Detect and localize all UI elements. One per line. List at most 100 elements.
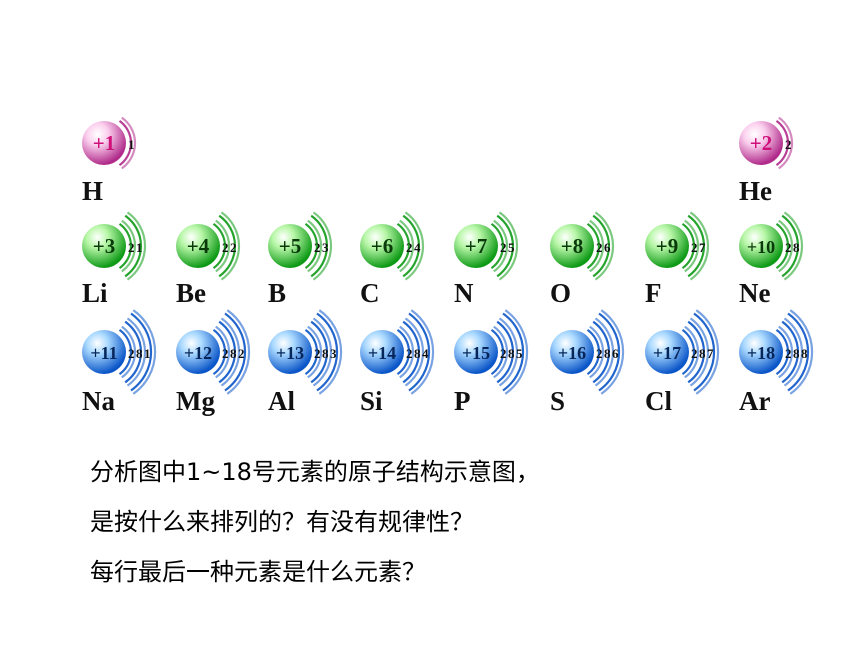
electron-shell-arc bbox=[396, 223, 411, 269]
electron-count-label: 282 bbox=[222, 346, 246, 361]
atom-c: +6 24 bbox=[360, 211, 425, 281]
nucleus bbox=[454, 224, 498, 268]
nuclear-charge-label: +11 bbox=[90, 343, 117, 363]
nucleus bbox=[82, 330, 126, 374]
nucleus bbox=[176, 224, 220, 268]
atom-mg: +12 282 bbox=[176, 309, 251, 395]
electron-shell-arc bbox=[402, 214, 420, 278]
electron-shell-arc bbox=[592, 320, 610, 384]
nuclear-charge-label: +5 bbox=[279, 234, 301, 258]
electron-shell-arc bbox=[493, 219, 509, 273]
nucleus bbox=[739, 224, 783, 268]
nuclear-charge-label: +13 bbox=[276, 343, 304, 363]
element-symbol-f: F bbox=[645, 278, 662, 308]
electron-shell-arc bbox=[693, 312, 716, 392]
element-symbol-si: Si bbox=[360, 386, 383, 416]
element-symbol-cl: Cl bbox=[645, 386, 672, 416]
electron-shell-arc bbox=[586, 329, 601, 375]
electron-shell-arc bbox=[220, 211, 241, 281]
nucleus bbox=[82, 121, 126, 165]
element-symbol-li: Li bbox=[82, 278, 108, 308]
element-symbol-mg: Mg bbox=[176, 386, 215, 416]
nucleus bbox=[550, 224, 594, 268]
electron-count-label: 281 bbox=[128, 346, 152, 361]
electron-shell-arc bbox=[689, 317, 710, 387]
element-symbol-he: He bbox=[739, 176, 772, 206]
nucleus bbox=[360, 224, 404, 268]
electron-count-label: 21 bbox=[128, 240, 144, 255]
nuclear-charge-label: +12 bbox=[184, 343, 212, 363]
element-symbol-p: P bbox=[454, 386, 471, 416]
electron-shell-arc bbox=[592, 214, 610, 278]
electron-count-label: 2 bbox=[785, 137, 793, 152]
electron-count-label: 26 bbox=[596, 240, 612, 255]
electron-shell-arc bbox=[789, 309, 814, 395]
electron-shell-arc bbox=[504, 309, 529, 395]
nuclear-charge-label: +3 bbox=[93, 234, 115, 258]
electron-shell-arc bbox=[689, 211, 710, 281]
electron-shell-arc bbox=[598, 312, 621, 392]
nuclear-charge-label: +16 bbox=[558, 343, 586, 363]
element-symbol-na: Na bbox=[82, 386, 115, 416]
electron-count-label: 23 bbox=[314, 240, 330, 255]
electron-shell-arc bbox=[316, 312, 339, 392]
electron-shell-arc bbox=[310, 320, 328, 384]
atom-b: +5 23 bbox=[268, 211, 333, 281]
electron-count-label: 288 bbox=[785, 346, 809, 361]
electron-shell-arc bbox=[318, 309, 343, 395]
nucleus bbox=[645, 224, 689, 268]
nuclear-charge-label: +10 bbox=[747, 237, 775, 257]
element-symbol-c: C bbox=[360, 278, 380, 308]
electron-shell-arc bbox=[498, 211, 519, 281]
electron-shell-arc bbox=[490, 329, 505, 375]
electron-shell-arc bbox=[775, 329, 790, 375]
electron-count-label: 27 bbox=[691, 240, 707, 255]
electron-shell-arc bbox=[496, 320, 514, 384]
atom-na: +11 281 bbox=[82, 309, 157, 395]
nuclear-charge-label: +17 bbox=[653, 343, 681, 363]
electron-shell-arc bbox=[132, 309, 157, 395]
electron-shell-arc bbox=[778, 219, 794, 273]
electron-shell-arc bbox=[402, 320, 420, 384]
electron-shell-arc bbox=[124, 320, 142, 384]
electron-shell-arc bbox=[130, 312, 153, 392]
element-symbol-al: Al bbox=[268, 386, 295, 416]
element-symbol-o: O bbox=[550, 278, 572, 308]
nucleus bbox=[645, 330, 689, 374]
nuclear-charge-label: +15 bbox=[462, 343, 490, 363]
electron-shell-arc bbox=[399, 219, 415, 273]
electron-shell-arc bbox=[212, 329, 227, 375]
electron-shell-arc bbox=[307, 325, 323, 379]
electron-shell-arc bbox=[687, 214, 705, 278]
nuclear-charge-label: +6 bbox=[371, 234, 393, 258]
electron-shell-arc bbox=[778, 325, 794, 379]
electron-shell-arc bbox=[404, 317, 425, 387]
electron-count-label: 285 bbox=[500, 346, 524, 361]
electron-shell-arc bbox=[126, 211, 147, 281]
electron-shell-arc bbox=[218, 214, 236, 278]
nucleus bbox=[268, 224, 312, 268]
electron-count-label: 286 bbox=[596, 346, 620, 361]
electron-shell-arc bbox=[594, 211, 615, 281]
electron-shell-arc bbox=[396, 329, 411, 375]
electron-shell-arc bbox=[410, 309, 435, 395]
electron-shell-arc bbox=[404, 211, 425, 281]
nucleus bbox=[82, 224, 126, 268]
electron-shell-arc bbox=[684, 325, 700, 379]
nucleus bbox=[360, 330, 404, 374]
electron-shell-arc bbox=[687, 320, 705, 384]
electron-shell-arc bbox=[496, 214, 514, 278]
question-line-1: 分析图中1~18号元素的原子结构示意图， bbox=[90, 458, 540, 486]
electron-shell-arc bbox=[787, 312, 810, 392]
electron-count-label: 24 bbox=[406, 240, 422, 255]
electron-shell-arc bbox=[212, 223, 227, 269]
electron-shell-arc bbox=[589, 325, 605, 379]
